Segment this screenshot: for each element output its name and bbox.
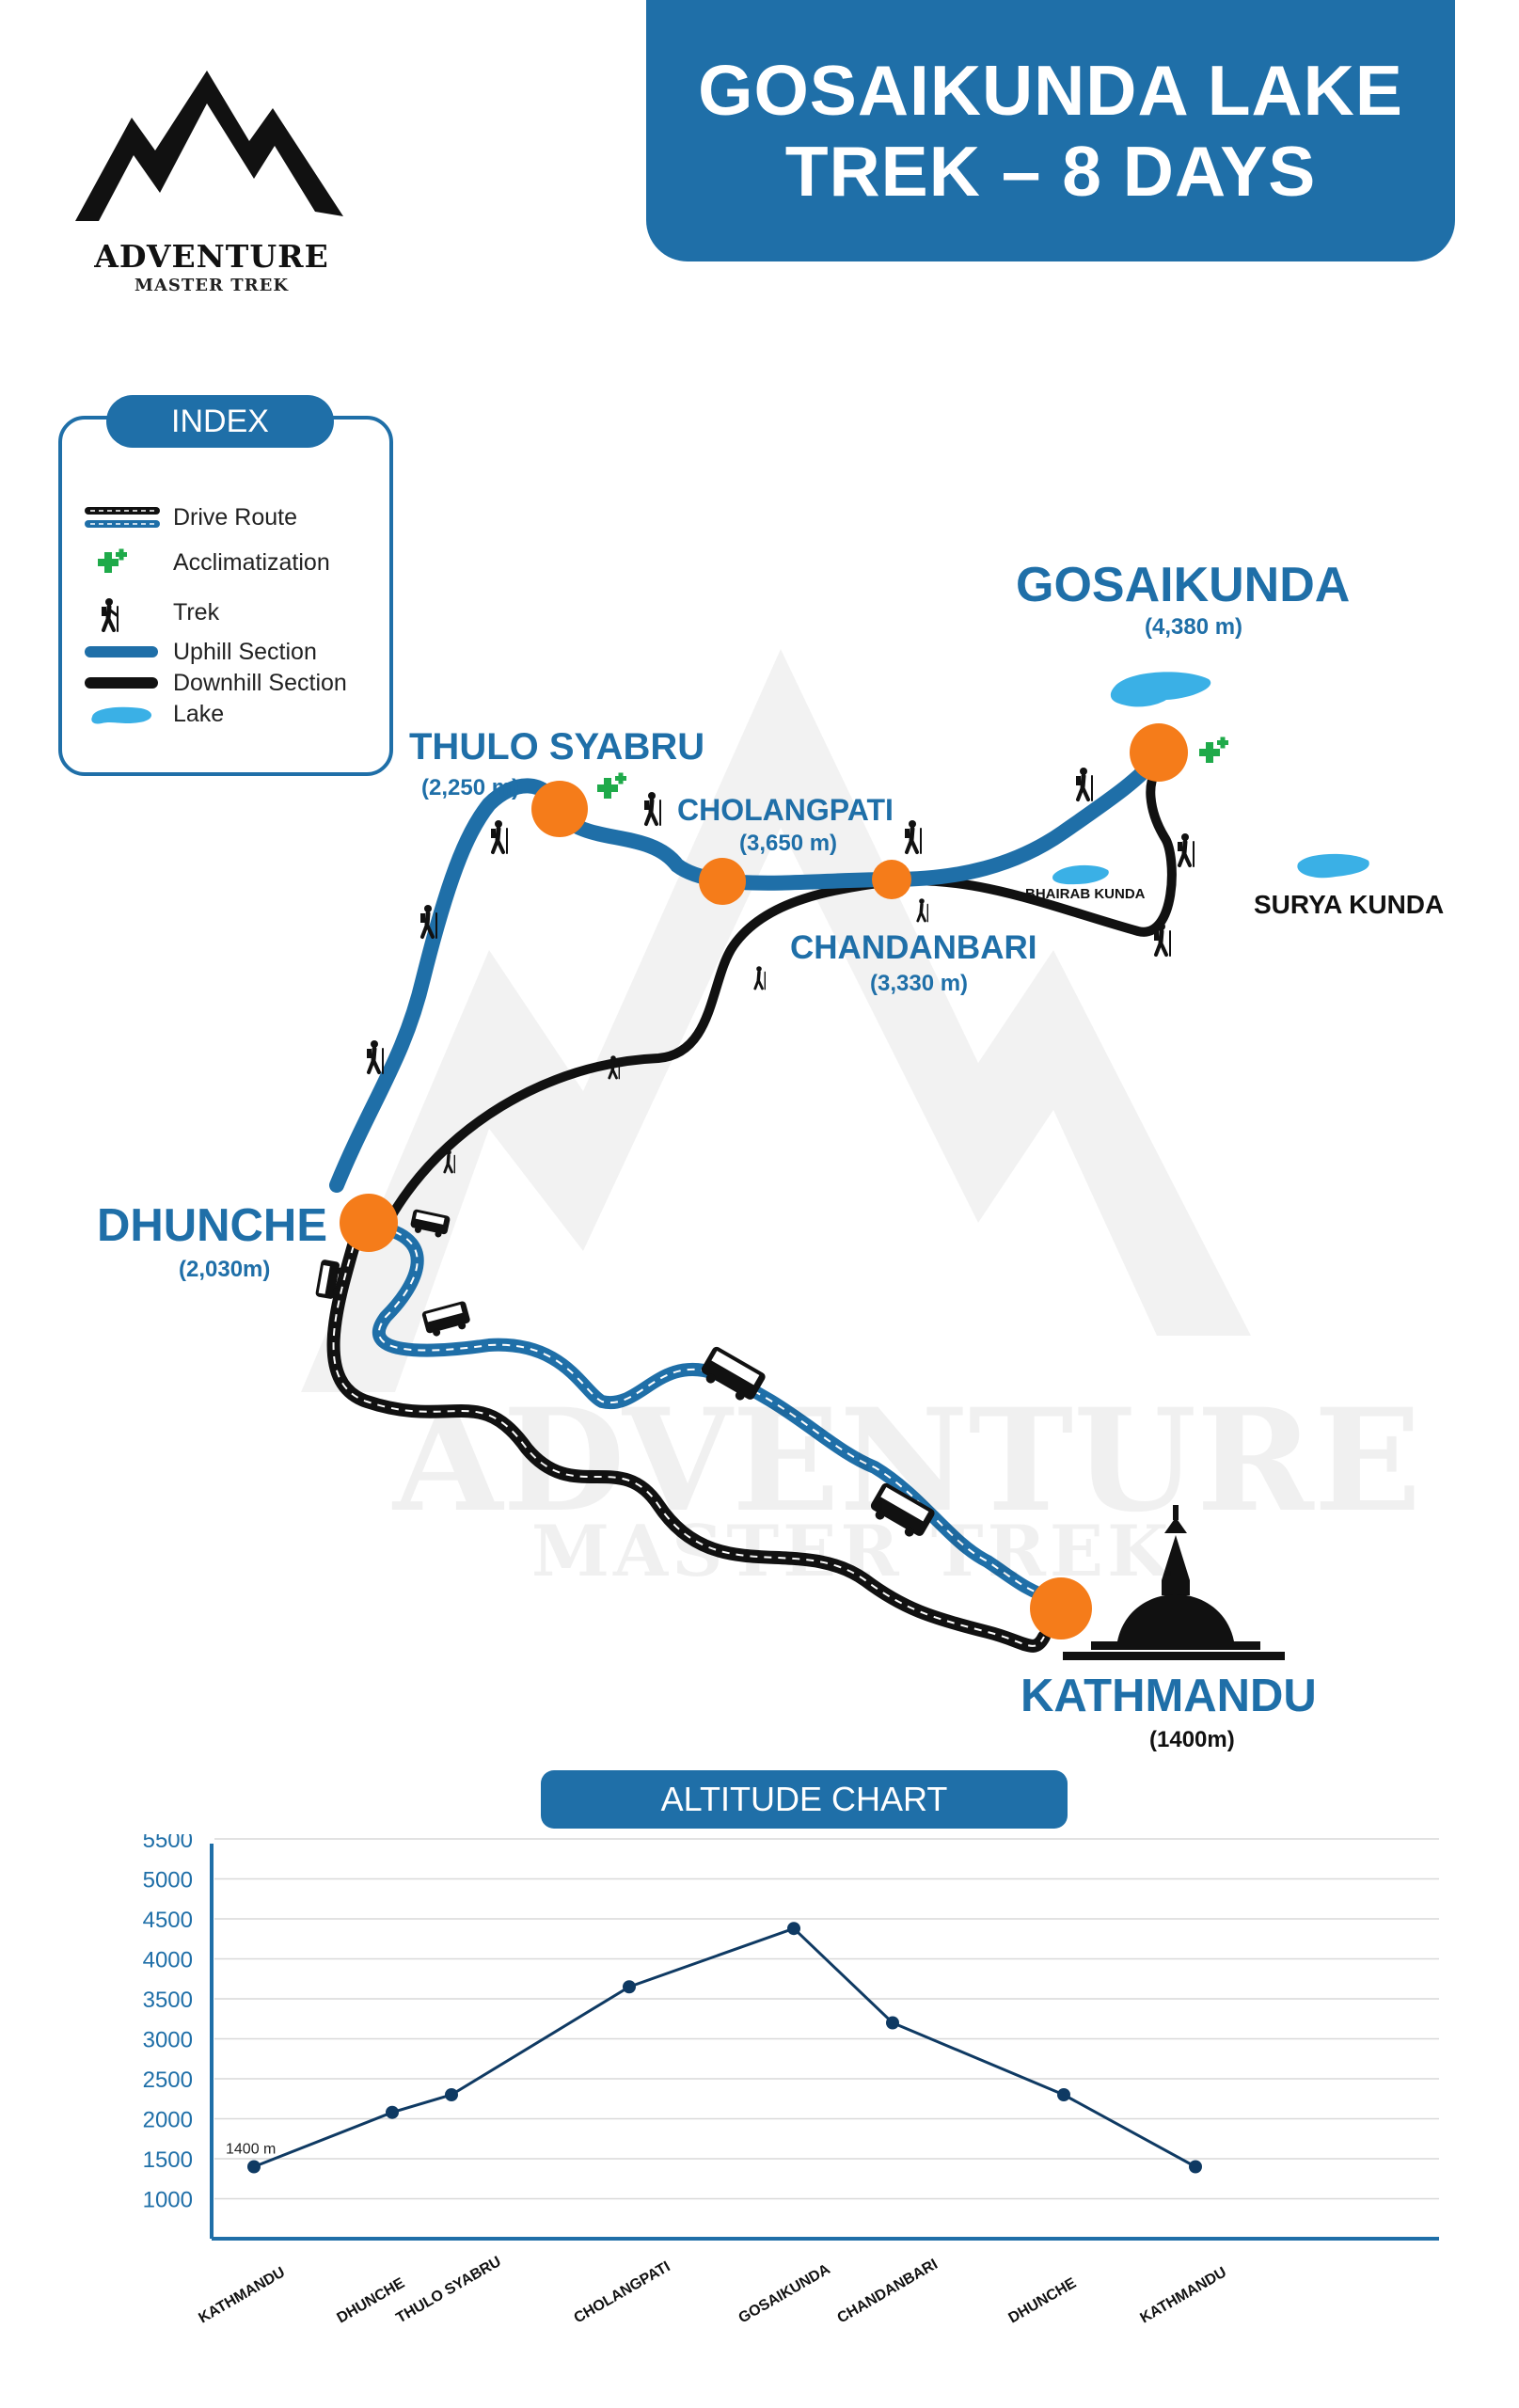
legend-item-trek: Trek [85,598,220,632]
place-name-bhairab-kunda: BHAIRAB KUNDA [1025,886,1146,902]
data-point [445,2088,458,2101]
stupa-icon [1063,1505,1285,1660]
data-point [787,1922,800,1936]
y-tick-label: 1500 [143,2147,193,2173]
data-point [1057,2088,1070,2101]
title-line-1: GOSAIKUNDA LAKE [698,51,1403,130]
hiker-icon-small [443,898,928,1174]
place-name-dhunche: DHUNCHE [97,1200,327,1251]
series-line [253,1926,1196,2168]
trek-route-map [301,649,1369,1660]
legend-label: Lake [173,700,225,727]
hiker-icon [85,598,160,632]
x-tick-label: DHUNCHE [1006,2275,1080,2327]
place-name-cholangpati: CHOLANGPATI [677,793,894,827]
watermark-subtitle: MASTER TREK [531,1510,1173,1592]
node-dhunche [340,1194,398,1252]
uphill-route [329,750,1164,1193]
drive-route-icon [85,503,160,531]
uphill-line-icon [85,638,160,666]
legend-title: INDEX [106,395,334,448]
legend-item-downhill: Downhill Section [85,669,347,697]
data-point [247,2160,261,2174]
node-kathmandu [1030,1577,1092,1640]
y-tick-label: 5000 [143,1868,193,1893]
place-name-gosaikunda: GOSAIKUNDA [1016,558,1351,612]
route-nodes [340,723,1188,1640]
bus-icon [315,1209,935,1537]
node-cholangpati [699,858,746,905]
data-point [886,2016,899,2030]
downhill-line-icon [85,669,160,697]
x-tick-label: CHOLANGPATI [572,2258,673,2326]
place-name-chandanbari: CHANDANBARI [790,929,1037,966]
altitude-chandanbari: (3,330 m) [870,971,969,996]
node-thulo-syabru [531,781,588,837]
acclimatization-icon [85,548,160,577]
data-label-start: 1400 m [226,2142,276,2158]
y-tick-label: 1000 [143,2188,193,2213]
legend-item-lake: Lake [85,700,224,728]
acclimatization-icon [597,772,626,799]
chart-title: ALTITUDE CHART [541,1770,1068,1829]
brand-logo: ADVENTURE MASTER TREK [66,52,357,306]
y-tick-label: 4500 [143,1908,193,1933]
hiker-icon [367,768,1195,1074]
x-tick-label: KATHMANDU [197,2264,289,2326]
legend-label: Drive Route [173,503,297,531]
y-tick-label: 2500 [143,2067,193,2093]
altitude-cholangpati: (3,650 m) [739,831,838,856]
title-banner: GOSAIKUNDA LAKE TREK – 8 DAYS [646,0,1455,261]
x-tick-label: THULO SYABRU [394,2254,504,2327]
place-name-thulo-syabru: THULO SYABRU [409,726,705,768]
data-point [623,1980,636,1994]
lake-icon-bhairab-kunda [1052,864,1109,885]
brand-name: ADVENTURE [94,238,329,275]
y-tick-label: 4000 [143,1948,193,1973]
legend-item-uphill: Uphill Section [85,638,317,666]
legend-item-acclimatization: Acclimatization [85,548,330,577]
place-name-kathmandu: KATHMANDU [1021,1671,1317,1721]
y-tick-label: 5500 [143,1834,193,1853]
legend-label: Uphill Section [173,638,317,665]
node-gosaikunda [1130,723,1188,782]
watermark-name: ADVENTURE [393,1378,1422,1544]
y-tick-label: 3000 [143,2028,193,2053]
altitude-kathmandu: (1400m) [1149,1727,1235,1752]
lake-icon [85,700,160,728]
lake-icon-gosaikunda [1110,672,1211,707]
brand-subtitle: MASTER TREK [134,276,289,295]
legend-label: Acclimatization [173,548,330,576]
x-tick-label: GOSAIKUNDA [736,2261,834,2327]
x-tick-label: KATHMANDU [1138,2264,1230,2326]
node-chandanbari [872,860,911,899]
legend-label: Trek [173,598,220,626]
watermark-mountains [301,649,1251,1392]
y-tick-label: 2000 [143,2108,193,2133]
legend-label: Downhill Section [173,669,347,696]
mountain-logo-icon [75,71,343,221]
data-point [1189,2160,1202,2174]
legend-item-drive-route: Drive Route [85,503,297,531]
x-tick-label: CHANDANBARI [835,2257,941,2327]
y-tick-label: 3500 [143,1988,193,2013]
acclimatization-icon [1199,737,1228,763]
lake-icon-surya-kunda [1297,853,1369,879]
altitude-thulo-syabru: (2,250 m) [421,775,520,800]
place-name-surya-kunda: SURYA KUNDA [1254,890,1445,919]
altitude-gosaikunda: (4,380 m) [1145,614,1243,640]
altitude-chart: 1000 1500 2000 2500 3000 3500 4000 4500 5000 5500… [143,1834,1439,2327]
altitude-dhunche: (2,030m) [179,1257,271,1282]
title-line-2: TREK – 8 DAYS [784,132,1317,211]
data-point [386,2105,399,2119]
